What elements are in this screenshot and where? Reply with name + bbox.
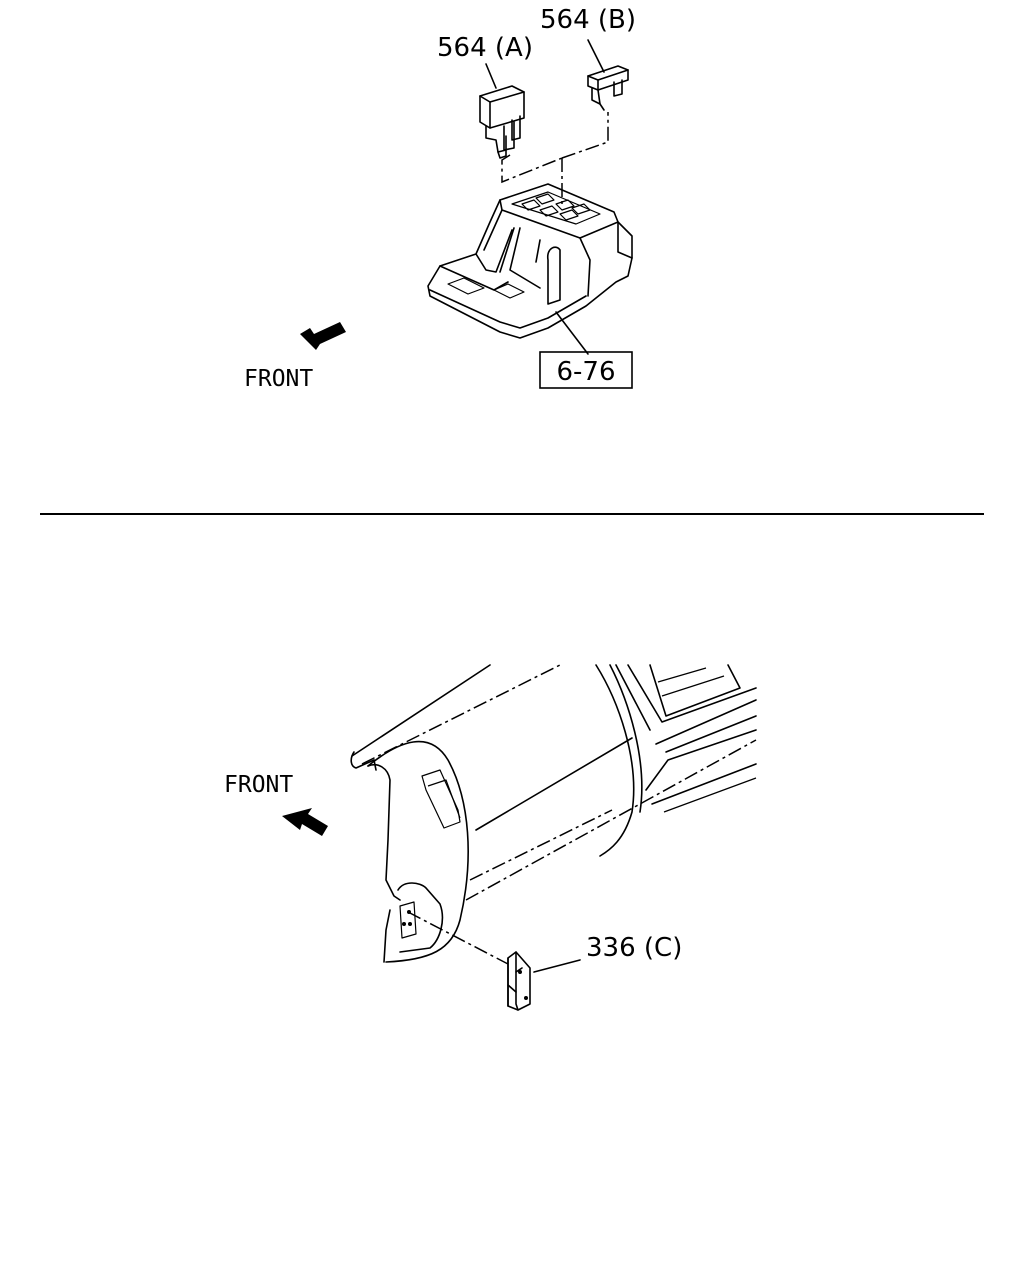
install-line-a bbox=[501, 154, 563, 184]
callout-336c: 336 (C) bbox=[586, 933, 682, 963]
install-line-b bbox=[561, 112, 609, 159]
center-console bbox=[427, 183, 633, 339]
front-label-top: FRONT bbox=[244, 366, 313, 392]
front-label-bottom: FRONT bbox=[224, 772, 293, 798]
ref-label-6-76: 6-76 bbox=[556, 357, 615, 387]
instrument-panel bbox=[350, 664, 757, 963]
ref-box-6-76 bbox=[539, 351, 633, 389]
leader-564a bbox=[485, 63, 497, 89]
front-arrow-icon bbox=[282, 808, 328, 836]
leader-336c bbox=[533, 959, 581, 973]
install-line-c bbox=[407, 911, 509, 965]
part-564b-clip bbox=[587, 65, 629, 111]
callout-564a: 564 (A) bbox=[437, 33, 533, 63]
callout-564b: 564 (B) bbox=[540, 5, 636, 35]
part-336c-bracket bbox=[507, 951, 531, 1011]
bottom-diagram: 336 (C) FRONT bbox=[224, 664, 757, 1011]
leader-6-76 bbox=[555, 311, 589, 355]
top-diagram: 6-76 564 (A) 564 (B) FRONT bbox=[244, 5, 636, 392]
front-arrow-icon bbox=[300, 322, 346, 350]
leader-564b bbox=[587, 39, 605, 73]
part-564a-connector bbox=[479, 85, 525, 159]
